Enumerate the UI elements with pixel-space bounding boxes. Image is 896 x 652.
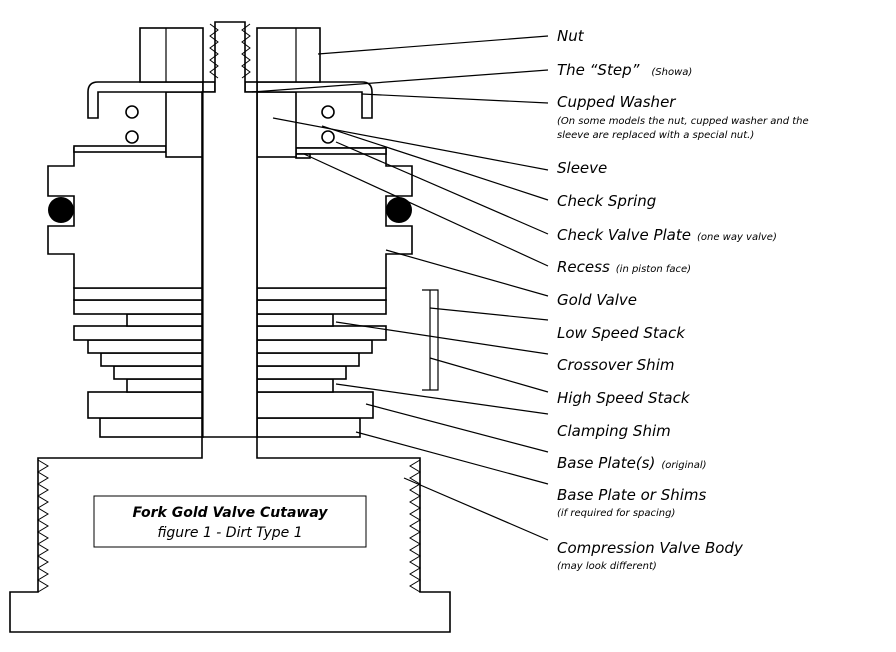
check-spring-coil	[125, 105, 139, 119]
label-check-spring: Check Spring	[557, 192, 656, 210]
o-ring-right	[386, 197, 412, 223]
ls-shim-1-right	[256, 299, 387, 315]
figure-title-box	[93, 495, 367, 548]
gold-valve-face-right	[256, 287, 387, 301]
check-spring-coil	[321, 130, 335, 144]
figure-subtitle: figure 1 - Dirt Type 1	[157, 525, 302, 541]
label-base-plate-or-shims: Base Plate or Shims	[557, 486, 706, 504]
o-ring-left	[48, 197, 74, 223]
check-spring-coil	[321, 105, 335, 119]
figure-title: Fork Gold Valve Cutaway	[133, 505, 329, 521]
base-plate-right	[256, 417, 361, 438]
label-compression-valve-body-note: (may look different)	[557, 561, 657, 572]
label-recess: Recess(in piston face)	[557, 258, 691, 276]
label-low-speed-stack: Low Speed Stack	[557, 324, 686, 342]
hs-shim-6-left	[126, 378, 204, 393]
sleeve-right	[256, 91, 297, 158]
label-crossover-shim: Crossover Shim	[557, 356, 674, 374]
body-thread-left	[37, 459, 49, 593]
hs-shim-5-left	[113, 365, 204, 380]
crossover-shim-left	[126, 313, 204, 327]
label-base-plates: Base Plate(s)(original)	[557, 454, 707, 472]
sleeve-left	[165, 91, 204, 158]
piston-left	[47, 147, 204, 289]
leader-lines	[251, 35, 549, 541]
shaft-thread-right	[241, 23, 251, 79]
hs-shim-5-right	[256, 365, 347, 380]
ls-shim-right	[256, 325, 387, 341]
base-plate-left	[99, 417, 204, 438]
label-gold-valve: Gold Valve	[557, 291, 637, 309]
body-thread-right	[409, 459, 421, 593]
hs-shim-4-right	[256, 352, 360, 367]
label-cupped-washer-note: sleeve are replaced with a special nut.)	[557, 130, 754, 141]
check-spring-coil	[125, 130, 139, 144]
label-sleeve: Sleeve	[557, 159, 607, 177]
nut-right	[256, 27, 321, 83]
shaft-thread-left	[209, 23, 219, 79]
piston-right	[256, 147, 413, 289]
label-compression-valve-body: Compression Valve Body	[557, 539, 744, 557]
base-plate-2-right	[256, 391, 374, 419]
check-plate-right	[295, 147, 387, 155]
label-clamping-shim: Clamping Shim	[557, 422, 671, 440]
gold-valve-face-left	[73, 287, 204, 301]
cupped-washer-right	[256, 81, 373, 119]
label-cupped-washer-note: (On some models the nut, cupped washer a…	[557, 116, 809, 127]
cupped-washer-left	[87, 81, 204, 119]
hs-shim-6-right	[256, 378, 334, 393]
label-cupped-washer: Cupped Washer	[557, 93, 676, 111]
label-nut: Nut	[557, 27, 585, 45]
label-check-valve-plate: Check Valve Plate(one way valve)	[557, 226, 777, 244]
base-plate-2-left	[87, 391, 204, 419]
crossover-shim-right	[256, 313, 334, 327]
step-right	[244, 81, 258, 93]
label-step: The “Step”(Showa)	[557, 61, 692, 79]
ls-shim-left	[73, 325, 204, 341]
label-base-plate-note: (if required for spacing)	[557, 508, 675, 519]
part-labels: Nut The “Step”(Showa) Cupped Washer (On …	[557, 27, 809, 572]
hs-shim-3-left	[87, 339, 204, 354]
check-plate-left	[73, 145, 167, 153]
nut-left	[139, 27, 204, 83]
ls-shim-1-left	[73, 299, 204, 315]
step-left	[202, 81, 216, 93]
label-high-speed-stack: High Speed Stack	[557, 389, 691, 407]
hs-shim-4-left	[100, 352, 204, 367]
hs-shim-3-right	[256, 339, 373, 354]
